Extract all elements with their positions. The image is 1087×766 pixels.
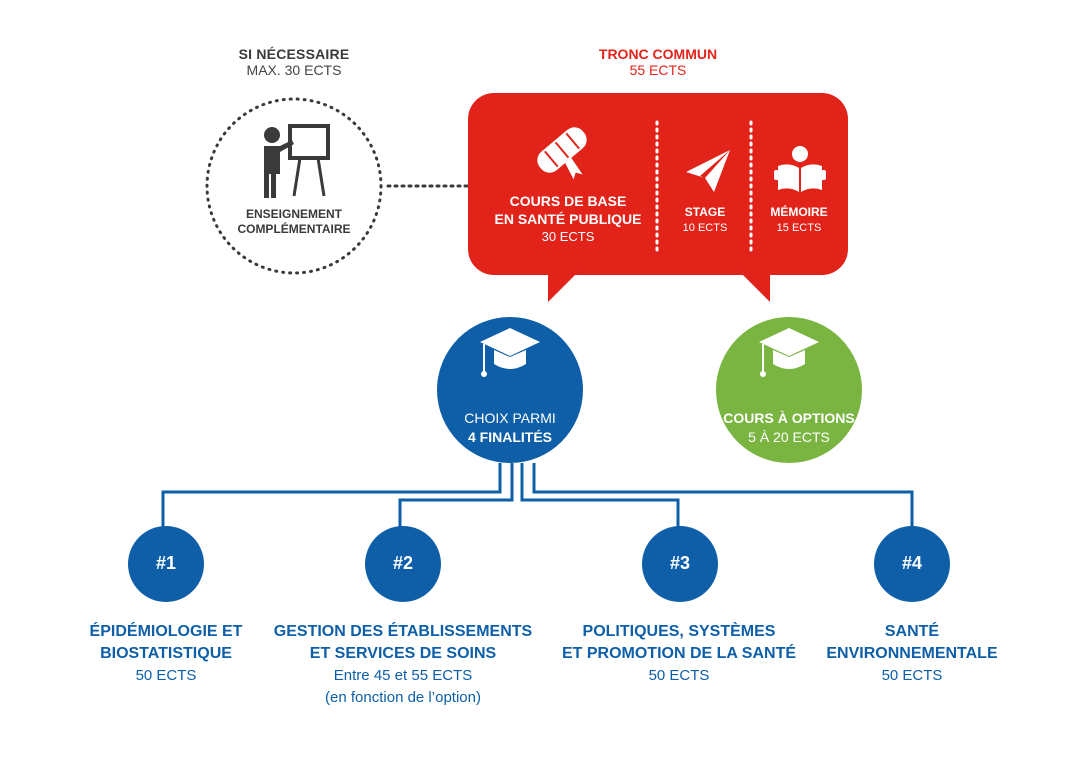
core-internship-label: STAGE	[684, 205, 726, 219]
finality-label-3: POLITIQUES, SYSTÈMES ET PROMOTION DE LA …	[548, 621, 810, 687]
finality-4-line2: ENVIRONNEMENTALE	[826, 645, 998, 662]
core-base-line1: COURS DE BASE	[509, 193, 627, 209]
complementary-label: ENSEIGNEMENT COMPLÉMENTAIRE	[214, 207, 374, 237]
choice-line2: 4 FINALITÉS	[467, 429, 552, 445]
options-text: COURS À OPTIONS 5 À 20 ECTS	[719, 409, 859, 447]
complementary-label-line1: ENSEIGNEMENT	[245, 207, 342, 221]
core-pointer-right	[738, 270, 770, 302]
core-heading-ects: 55 ECTS	[629, 62, 687, 78]
core-thesis-ects: 15 ECTS	[776, 222, 822, 234]
graduation-cap-icon	[759, 328, 819, 377]
diploma-icon	[537, 127, 587, 180]
finality-1-line1: ÉPIDÉMIOLOGIE ET	[89, 623, 243, 640]
complementary-heading-ects: MAX. 30 ECTS	[246, 62, 342, 78]
finality-circle-3	[642, 526, 718, 602]
complementary-heading: SI NÉCESSAIRE	[238, 46, 350, 62]
complementary-circle	[205, 97, 383, 275]
core-thesis-block: MÉMOIRE 15 ECTS	[756, 204, 842, 236]
finality-circle-4	[874, 526, 950, 602]
finality-number-4: #4	[901, 553, 923, 573]
finality-4-ects: 50 ECTS	[881, 667, 943, 684]
core-internship-block: STAGE 10 ECTS	[662, 204, 748, 236]
finality-2-line1: GESTION DES ÉTABLISSEMENTS	[273, 623, 533, 640]
options-ects: 5 À 20 ECTS	[748, 429, 830, 445]
book-icon	[774, 146, 826, 192]
finality-number-1: #1	[155, 553, 177, 573]
finality-label-4: SANTÉ ENVIRONNEMENTALE 50 ECTS	[812, 621, 1012, 687]
finality-circle-2	[365, 526, 441, 602]
core-thesis-label: MÉMOIRE	[770, 205, 828, 219]
finality-1-line2: BIOSTATISTIQUE	[100, 645, 232, 662]
tree-connector	[161, 463, 914, 528]
finality-4-line1: SANTÉ	[884, 623, 940, 640]
finality-2-note: (en fonction de l’option)	[325, 689, 481, 706]
finality-number-2: #2	[392, 553, 414, 573]
finality-3-ects: 50 ECTS	[648, 667, 710, 684]
choice-line1: CHOIX PARMI	[464, 410, 556, 426]
finality-2-line2: ET SERVICES DE SOINS	[309, 645, 497, 662]
core-base-block: COURS DE BASE EN SANTÉ PUBLIQUE 30 ECTS	[478, 192, 658, 246]
core-pointer-left	[548, 270, 580, 302]
complementary-heading-block: SI NÉCESSAIRE MAX. 30 ECTS	[194, 46, 394, 78]
finality-3-line1: POLITIQUES, SYSTÈMES	[582, 623, 776, 640]
core-internship-ects: 10 ECTS	[682, 222, 728, 234]
choice-circle	[437, 317, 583, 463]
core-base-line2: EN SANTÉ PUBLIQUE	[494, 211, 642, 227]
finality-1-ects: 50 ECTS	[135, 667, 197, 684]
finality-2-ects: Entre 45 et 55 ECTS	[333, 667, 473, 684]
teacher-icon	[264, 124, 330, 198]
core-heading-block: TRONC COMMUN 55 ECTS	[558, 46, 758, 78]
options-label: COURS À OPTIONS	[723, 410, 855, 426]
core-heading: TRONC COMMUN	[598, 46, 718, 62]
options-circle	[716, 317, 862, 463]
finality-label-1: ÉPIDÉMIOLOGIE ET BIOSTATISTIQUE 50 ECTS	[56, 621, 276, 687]
finality-label-2: GESTION DES ÉTABLISSEMENTS ET SERVICES D…	[258, 621, 548, 709]
core-base-ects: 30 ECTS	[541, 229, 595, 244]
choice-text: CHOIX PARMI 4 FINALITÉS	[440, 409, 580, 447]
graduation-cap-icon	[480, 328, 540, 377]
paper-plane-icon	[686, 150, 730, 192]
finality-number-3: #3	[669, 553, 691, 573]
finality-3-line2: ET PROMOTION DE LA SANTÉ	[561, 645, 797, 662]
complementary-label-line2: COMPLÉMENTAIRE	[237, 222, 351, 236]
finality-circle-1	[128, 526, 204, 602]
